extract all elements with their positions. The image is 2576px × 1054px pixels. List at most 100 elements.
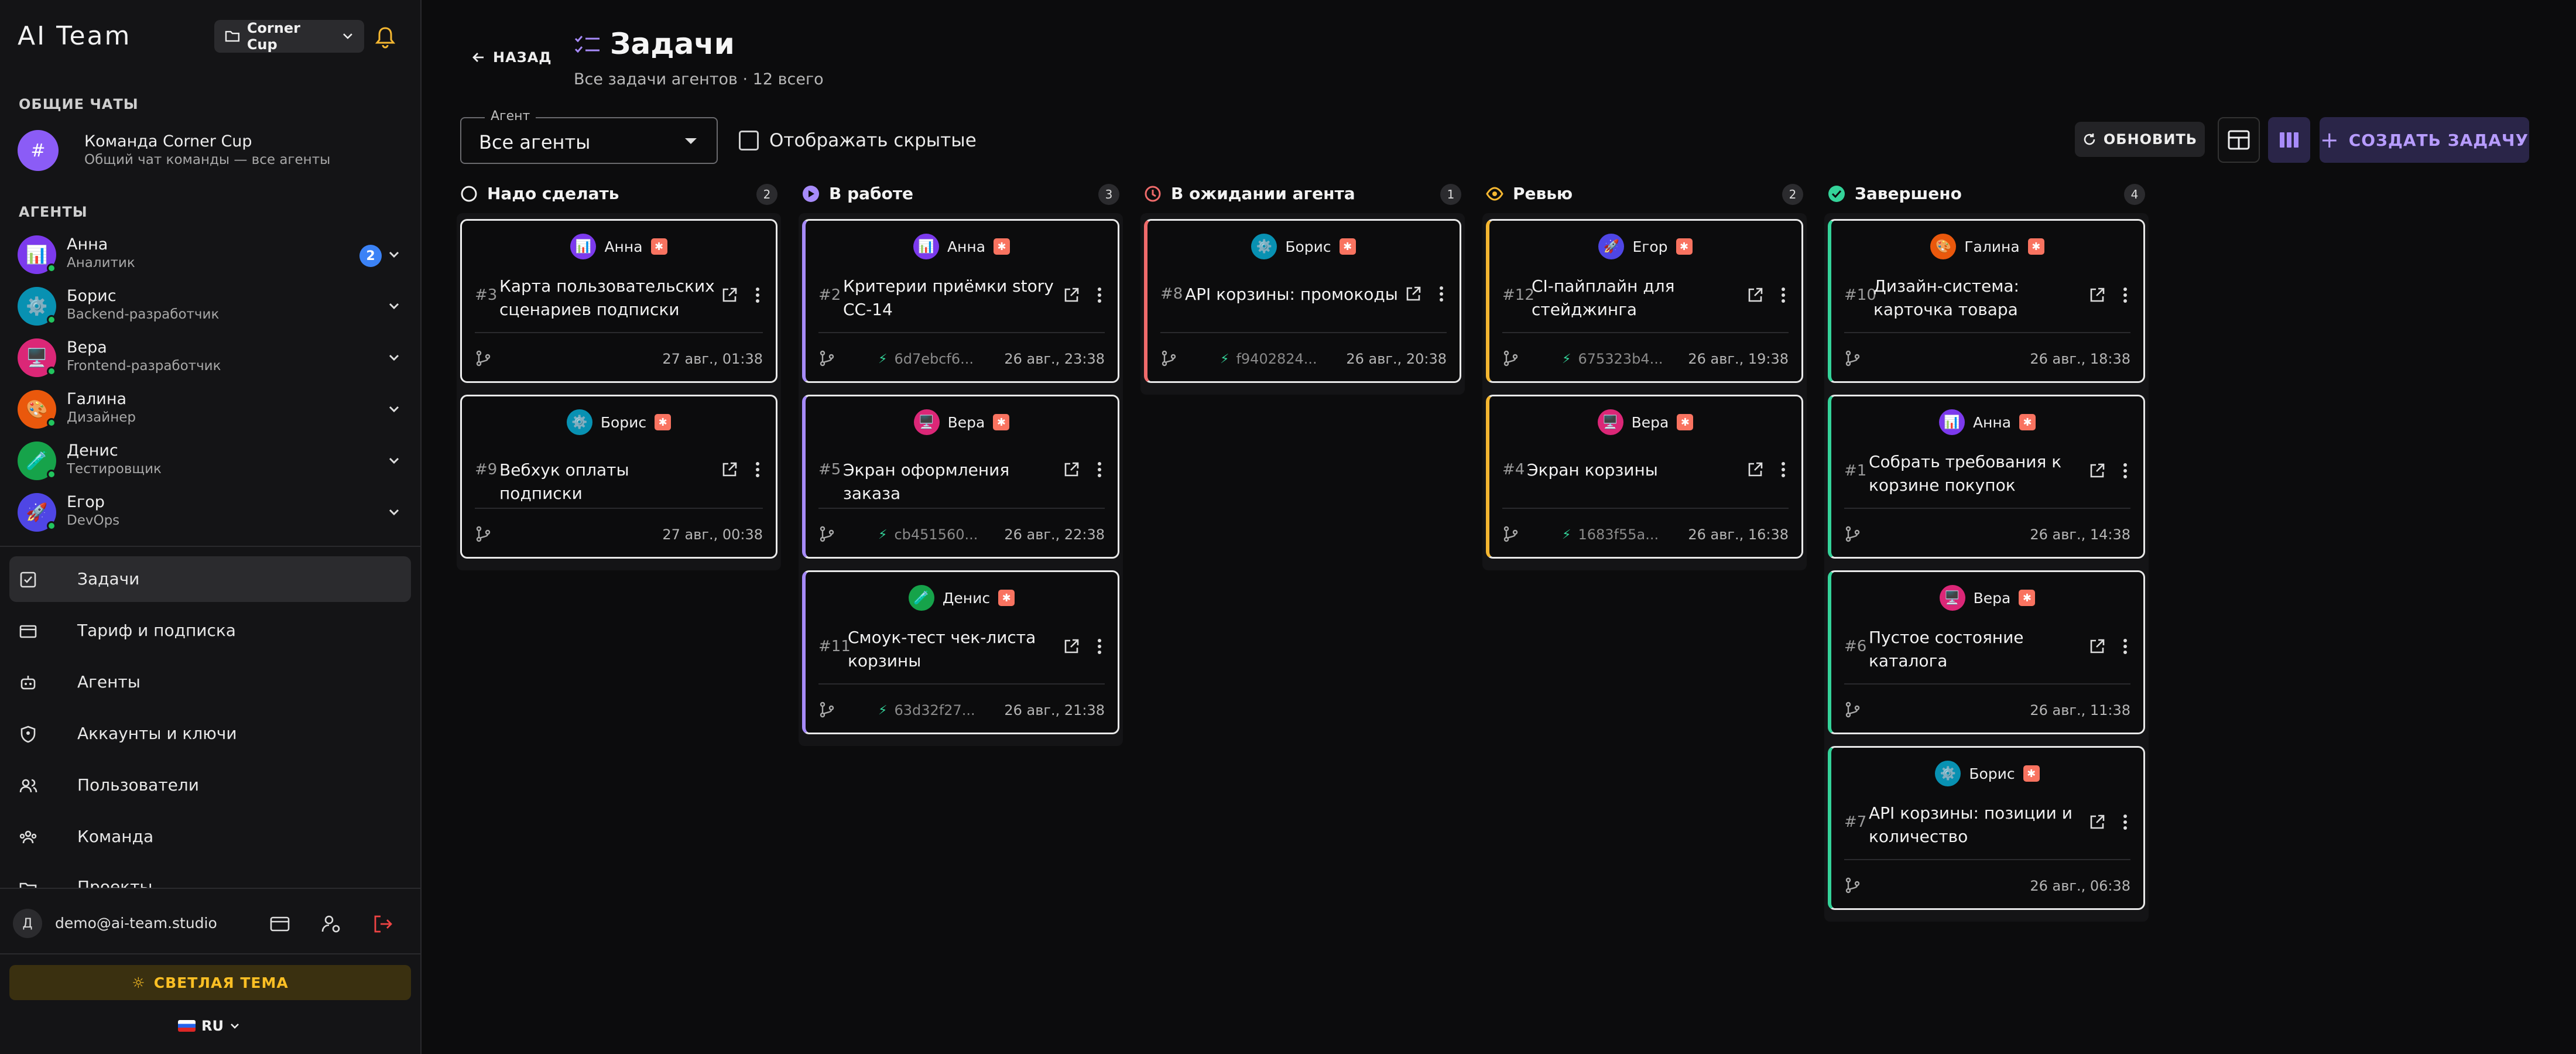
card-divider bbox=[818, 683, 1105, 685]
more-vertical-icon[interactable] bbox=[2122, 638, 2128, 655]
more-vertical-icon[interactable] bbox=[1097, 638, 1102, 655]
card-agent: ⚙️Борис✱ bbox=[1831, 761, 2143, 786]
more-vertical-icon[interactable] bbox=[2122, 462, 2128, 480]
open-external-icon[interactable] bbox=[1063, 461, 1080, 478]
more-vertical-icon[interactable] bbox=[2122, 286, 2128, 304]
unread-badge: 2 bbox=[359, 245, 382, 267]
git-branch-icon bbox=[1162, 350, 1176, 367]
chevron-down-icon[interactable] bbox=[385, 246, 403, 264]
table-view-button[interactable] bbox=[2218, 117, 2260, 163]
agent-emoji-icon: 📊 bbox=[26, 244, 48, 265]
billing-card-icon[interactable] bbox=[269, 913, 290, 935]
task-title: Экран оформления заказа bbox=[843, 460, 1010, 503]
open-external-icon[interactable] bbox=[2088, 813, 2106, 831]
more-vertical-icon[interactable] bbox=[1097, 461, 1102, 478]
logout-icon[interactable] bbox=[372, 913, 393, 935]
refresh-button[interactable]: ОБНОВИТЬ bbox=[2075, 122, 2205, 157]
open-external-icon[interactable] bbox=[2088, 286, 2106, 304]
open-external-icon[interactable] bbox=[1746, 461, 1764, 478]
task-date: 26 авг., 23:38 bbox=[1004, 351, 1105, 367]
online-status-dot bbox=[47, 315, 56, 324]
git-branch-icon bbox=[820, 350, 834, 367]
open-external-icon[interactable] bbox=[1405, 285, 1422, 303]
nav-item-1[interactable]: Тариф и подписка bbox=[9, 608, 411, 653]
open-external-icon[interactable] bbox=[2088, 638, 2106, 655]
card-agent: 🎨Галина✱ bbox=[1831, 234, 2143, 259]
card-agent: 🚀Егор✱ bbox=[1489, 234, 1801, 259]
kanban-view-button[interactable] bbox=[2268, 117, 2310, 163]
nav-item-6[interactable]: Проекты bbox=[9, 865, 411, 888]
chevron-down-icon[interactable] bbox=[385, 504, 403, 521]
language-selector[interactable]: RU bbox=[178, 1018, 240, 1034]
open-external-icon[interactable] bbox=[2088, 462, 2106, 480]
more-vertical-icon[interactable] bbox=[2122, 813, 2128, 831]
column-title: Надо сделать bbox=[487, 184, 619, 203]
back-button[interactable]: НАЗАД bbox=[472, 49, 552, 66]
show-hidden-checkbox[interactable]: Отображать скрытые bbox=[739, 130, 977, 151]
chevron-down-icon[interactable] bbox=[385, 452, 403, 470]
chevron-down-icon[interactable] bbox=[385, 297, 403, 315]
open-external-icon[interactable] bbox=[1063, 286, 1080, 304]
commit-hash: ⚡6d7ebcf6... bbox=[878, 351, 974, 367]
nav-item-2[interactable]: Агенты bbox=[9, 659, 411, 705]
task-number: #9 bbox=[475, 461, 498, 478]
agent-avatar: 🖥️ bbox=[913, 409, 940, 435]
agent-filter-select[interactable]: Агент Все агенты bbox=[460, 109, 718, 164]
card-divider bbox=[1844, 683, 2130, 685]
open-external-icon[interactable] bbox=[721, 286, 738, 304]
more-vertical-icon[interactable] bbox=[1780, 461, 1786, 478]
more-vertical-icon[interactable] bbox=[1780, 286, 1786, 304]
team-chat-item[interactable]: # Команда Corner Cup Общий чат команды —… bbox=[18, 130, 404, 171]
refresh-label: ОБНОВИТЬ bbox=[2103, 131, 2198, 148]
team-selector[interactable]: Corner Cup bbox=[214, 20, 364, 53]
open-external-icon[interactable] bbox=[721, 461, 738, 478]
column-count: 2 bbox=[1782, 184, 1803, 205]
more-vertical-icon[interactable] bbox=[1097, 286, 1102, 304]
agent-avatar: 🖥️ bbox=[1939, 585, 1965, 611]
agent-filter-value: Все агенты bbox=[479, 131, 591, 153]
light-theme-button[interactable]: ☼ СВЕТЛАЯ ТЕМА bbox=[9, 965, 411, 1000]
task-number: #11 bbox=[818, 638, 851, 655]
more-vertical-icon[interactable] bbox=[755, 286, 761, 304]
user-settings-icon[interactable] bbox=[321, 913, 342, 935]
agent-avatar: ⚙️ bbox=[1935, 761, 1961, 786]
chevron-down-icon[interactable] bbox=[385, 401, 403, 418]
checkbox-box[interactable] bbox=[739, 131, 759, 150]
nav-item-5[interactable]: Команда bbox=[9, 814, 411, 860]
open-external-icon[interactable] bbox=[1063, 638, 1080, 655]
nav-item-4[interactable]: Пользователи bbox=[9, 762, 411, 808]
chevron-down-icon[interactable] bbox=[385, 349, 403, 367]
priority-flag-icon: ✱ bbox=[1676, 238, 1693, 255]
bell-icon[interactable] bbox=[375, 26, 396, 49]
commit-hash: ⚡cb451560... bbox=[878, 526, 978, 543]
column-title: Завершено bbox=[1855, 184, 1962, 203]
open-external-icon[interactable] bbox=[1746, 286, 1764, 304]
more-vertical-icon[interactable] bbox=[1438, 285, 1444, 303]
nav-item-0[interactable]: Задачи bbox=[9, 556, 411, 602]
more-vertical-icon[interactable] bbox=[755, 461, 761, 478]
create-task-button[interactable]: + СОЗДАТЬ ЗАДАЧУ bbox=[2320, 117, 2529, 163]
agent-avatar: 📊 bbox=[1938, 409, 1965, 435]
agent-avatar: 🎨 bbox=[18, 390, 56, 429]
sun-icon: ☼ bbox=[132, 974, 146, 991]
nav-item-3[interactable]: Аккаунты и ключи bbox=[9, 711, 411, 757]
task-title: Экран корзины bbox=[1527, 460, 1658, 480]
